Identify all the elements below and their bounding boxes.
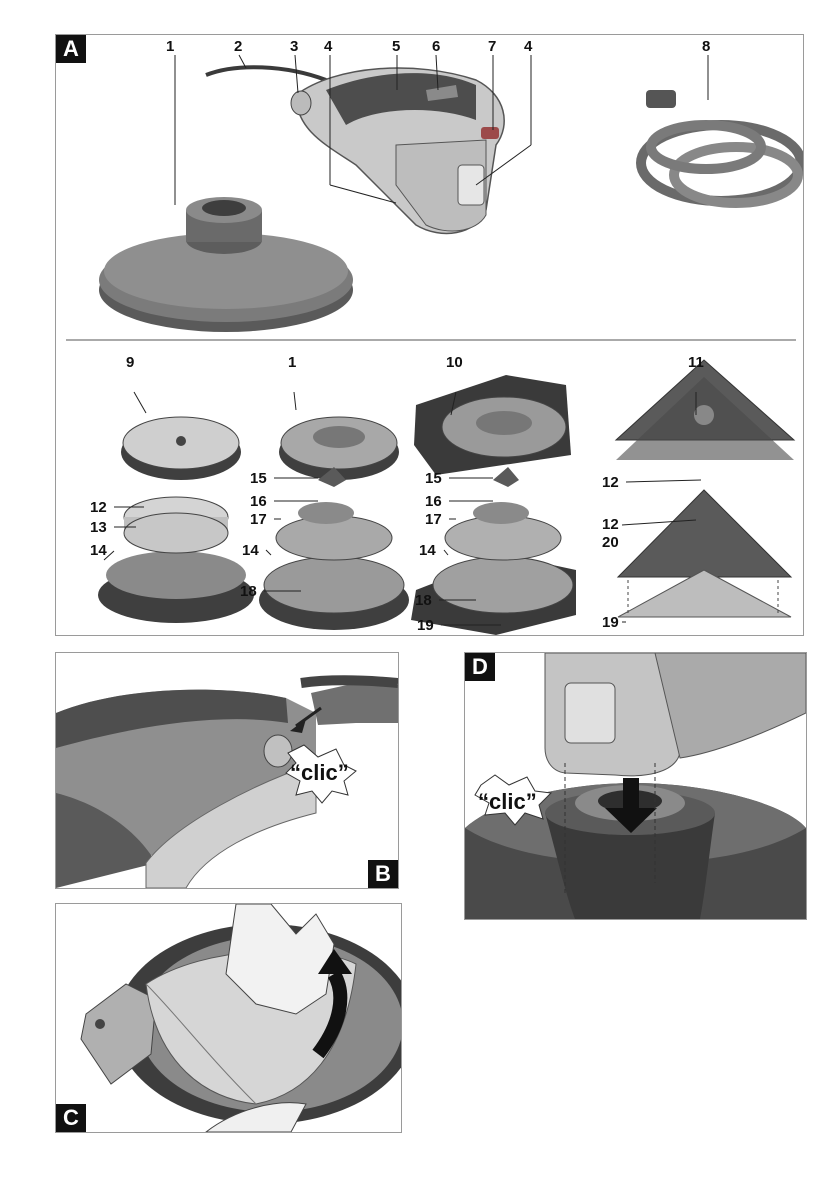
- callout-label: 3: [290, 39, 298, 55]
- callout-label: 20: [602, 535, 619, 551]
- power-cable: [206, 67, 326, 80]
- panel-d-letter: D: [465, 653, 495, 681]
- panel-c: C: [55, 903, 402, 1133]
- pad-assembly-middle: [259, 467, 409, 630]
- callout-label: 13: [90, 520, 107, 536]
- callout-label: 7: [488, 39, 496, 55]
- callout-label: 4: [524, 39, 532, 55]
- down-arrow: [623, 778, 639, 813]
- triangle-assembly: [618, 490, 791, 617]
- panel-b-letter: B: [368, 860, 398, 888]
- callout-label: 16: [250, 494, 267, 510]
- pad-11-triangle: [616, 360, 794, 460]
- extraction-hose: [641, 125, 801, 203]
- callout-label: 17: [425, 512, 442, 528]
- panel-b: “clic” B: [55, 652, 399, 889]
- pad-1-medium: [279, 417, 399, 480]
- clic-sound-label: “clic”: [478, 789, 537, 815]
- pad-10-segment: [414, 375, 571, 475]
- panel-a: A: [55, 34, 804, 636]
- panel-d-illustration: [465, 653, 806, 919]
- callout-label: 8: [702, 39, 710, 55]
- panel-c-illustration: [56, 904, 401, 1132]
- callout-label: 2: [234, 39, 242, 55]
- sander-tool: [291, 68, 504, 233]
- callout-label: 12: [602, 517, 619, 533]
- hose-connector: [646, 90, 676, 108]
- callout-label: 16: [425, 494, 442, 510]
- callout-label: 18: [240, 584, 257, 600]
- large-sanding-pad: [99, 197, 353, 332]
- callout-label: 6: [432, 39, 440, 55]
- callout-label: 19: [602, 615, 619, 631]
- callout-label: 11: [688, 355, 704, 371]
- callout-label: 14: [90, 543, 107, 559]
- clic-sound-label: “clic”: [290, 760, 349, 786]
- pad-9-soft: [121, 417, 241, 480]
- callout-label: 1: [288, 355, 296, 371]
- callout-label: 9: [126, 355, 134, 371]
- callout-label: 4: [324, 39, 332, 55]
- callout-label: 12: [602, 475, 619, 491]
- callout-label: 17: [250, 512, 267, 528]
- callout-label: 18: [415, 593, 432, 609]
- callout-label: 12: [90, 500, 107, 516]
- callout-label: 10: [446, 355, 463, 371]
- callout-label: 14: [242, 543, 259, 559]
- panel-c-letter: C: [56, 1104, 86, 1132]
- callout-label: 15: [250, 471, 267, 487]
- callout-label: 15: [425, 471, 442, 487]
- callout-label: 5: [392, 39, 400, 55]
- callout-label: 14: [419, 543, 436, 559]
- callout-label: 1: [166, 39, 174, 55]
- callout-label: 19: [417, 618, 434, 634]
- panel-d: “clic” D: [464, 652, 807, 920]
- pad-assembly-left: [98, 497, 254, 623]
